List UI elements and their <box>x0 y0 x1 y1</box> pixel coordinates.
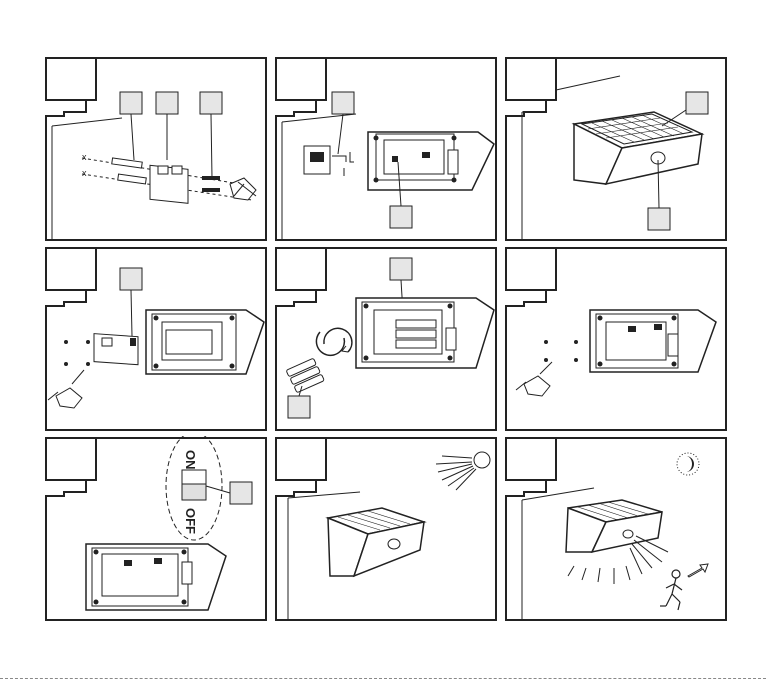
panel-step-9-night-motion <box>502 436 728 622</box>
panel-step-4-remove-plate <box>42 246 268 432</box>
step-number-box <box>46 438 96 480</box>
panel-step-8-daytime-charging <box>272 436 498 622</box>
svg-text:x: x <box>82 168 87 178</box>
motion-sensor <box>388 539 400 549</box>
callout-box <box>390 258 412 280</box>
page-bottom-rule <box>0 678 766 679</box>
step-number-box <box>276 248 326 290</box>
switch-on-label: ON <box>183 450 198 470</box>
batteries <box>286 358 324 393</box>
panel-step-1-mount-plate: x x <box>42 56 268 242</box>
callout-box <box>230 482 252 504</box>
panel-step-7-power-switch: ON OFF <box>42 436 268 622</box>
callout-box <box>390 206 412 228</box>
illustration-mount-plate: x x <box>42 56 268 242</box>
callout-box <box>686 92 708 114</box>
step-number-box <box>276 58 326 100</box>
illustration-remove-plate <box>42 246 268 432</box>
step-number-box <box>46 58 96 100</box>
step-number-box <box>506 58 556 100</box>
step-number-box <box>276 438 326 480</box>
motion-sensor <box>623 530 633 538</box>
callout-box <box>156 92 178 114</box>
switch-off-label: OFF <box>183 508 198 534</box>
svg-text:x: x <box>82 152 87 162</box>
callout-box <box>288 396 310 418</box>
illustration-replace-batteries <box>272 246 498 432</box>
arrow-icon <box>688 564 708 577</box>
panel-step-5-replace-batteries <box>272 246 498 432</box>
person-walking-icon <box>660 570 682 610</box>
moon-icon <box>677 453 699 475</box>
step-number-box <box>46 248 96 290</box>
panel-step-6-unscrew-lamp <box>502 246 728 432</box>
callout-box <box>200 92 222 114</box>
step-number-box <box>506 248 556 290</box>
illustration-daytime-charging <box>272 436 498 622</box>
callout-box <box>120 268 142 290</box>
panel-step-2-slide-lamp <box>272 56 498 242</box>
illustration-mounted-lamp <box>502 56 728 242</box>
callout-box <box>648 208 670 230</box>
illustration-night-motion <box>502 436 728 622</box>
illustration-power-switch: ON OFF <box>42 436 268 622</box>
illustration-slide-lamp <box>272 56 498 242</box>
illustration-unscrew-lamp <box>502 246 728 432</box>
callout-box <box>120 92 142 114</box>
panel-step-3-mounted-lamp <box>502 56 728 242</box>
sun-icon <box>474 452 490 468</box>
step-number-box <box>506 438 556 480</box>
callout-box <box>332 92 354 114</box>
